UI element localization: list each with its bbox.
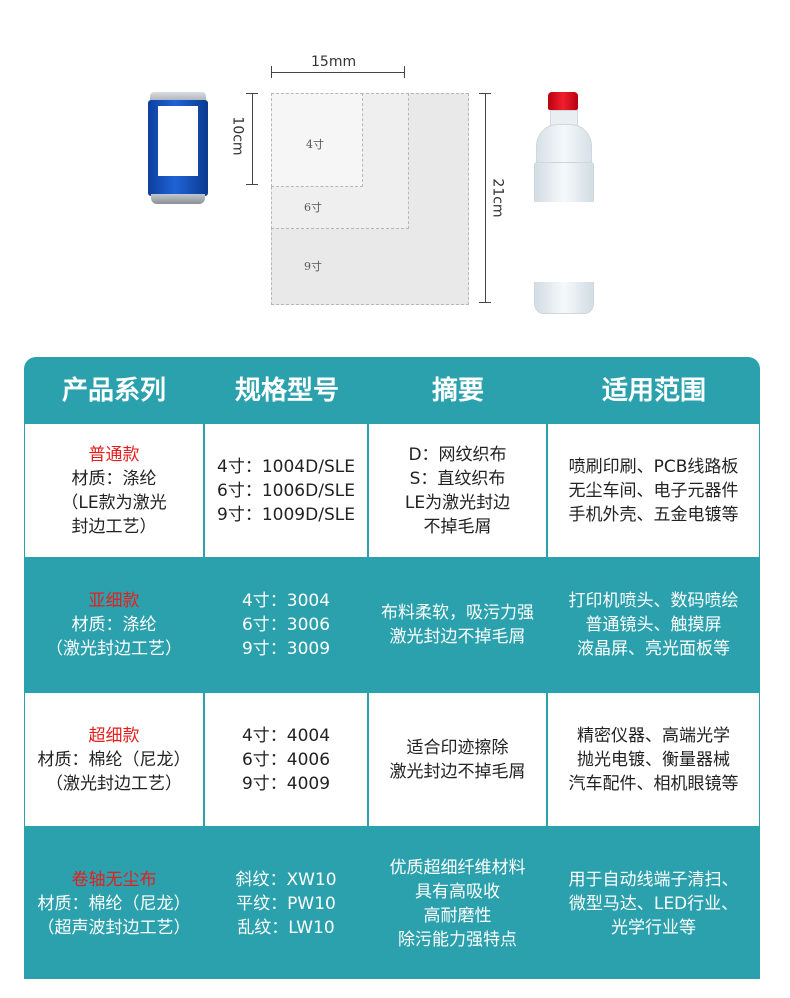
summary-line: D：网纹织布 bbox=[408, 444, 507, 465]
size-label-6: 6寸 bbox=[304, 201, 322, 214]
series-line: 材质：涤纶 bbox=[71, 468, 157, 489]
cloth-4-inch bbox=[271, 93, 363, 187]
usage-line: 精密仪器、高端光学 bbox=[577, 725, 730, 746]
series-name: 普通款 bbox=[88, 444, 140, 465]
table-row-1-spec: 4寸：1004D/SLE 6寸：1006D/SLE 9寸：1009D/SLE bbox=[205, 424, 367, 557]
spec-line: 4寸：1004D/SLE bbox=[217, 456, 355, 477]
table-row-4-spec: 斜纹：XW10 平纹：PW10 乱纹：LW10 bbox=[205, 828, 367, 979]
header-spec: 规格型号 bbox=[234, 376, 339, 406]
table-row-3-summary: 适合印迹擦除 激光封边不掉毛屑 bbox=[369, 693, 546, 826]
table-row-4-series: 卷轴无尘布 材质：棉纶（尼龙） （超声波封边工艺） bbox=[25, 828, 203, 979]
width-label: 15mm bbox=[311, 54, 357, 70]
spec-line: 4寸：4004 bbox=[241, 725, 331, 746]
spec-line: 9寸：4009 bbox=[241, 773, 331, 794]
summary-line: 激光封边不掉毛屑 bbox=[389, 627, 526, 647]
size-label-9: 9寸 bbox=[304, 260, 322, 273]
spec-line: 6寸：4006 bbox=[241, 749, 331, 770]
spec-line: 6寸：1006D/SLE bbox=[217, 480, 355, 501]
summary-line: 除污能力强特点 bbox=[398, 929, 517, 950]
series-name: 卷轴无尘布 bbox=[71, 869, 157, 890]
table-row-3-usage: 精密仪器、高端光学 抛光电镀、衡量器械 汽车配件、相机眼镜等 bbox=[548, 693, 759, 826]
usage-line: 抛光电镀、衡量器械 bbox=[577, 749, 730, 770]
table-row-4-summary: 优质超细纤维材料 具有高吸收 高耐磨性 除污能力强特点 bbox=[369, 828, 546, 979]
summary-line: S：直纹织布 bbox=[409, 468, 506, 489]
series-line: （激光封边工艺） bbox=[46, 773, 182, 794]
series-line: （超声波封边工艺） bbox=[37, 917, 191, 938]
usage-line: 微型马达、LED行业、 bbox=[568, 893, 739, 914]
usage-line: 光学行业等 bbox=[611, 917, 696, 938]
table-row-1-usage: 喷刷印刷、PCB线路板 无尘车间、电子元器件 手机外壳、五金电镀等 bbox=[548, 424, 759, 557]
spec-line: 乱纹：LW10 bbox=[237, 917, 335, 938]
width-dimension-line bbox=[271, 72, 405, 73]
summary-line: 适合印迹擦除 bbox=[406, 737, 509, 758]
header-summary: 摘要 bbox=[431, 376, 484, 406]
usage-line: 无尘车间、电子元器件 bbox=[568, 480, 739, 501]
header-series: 产品系列 bbox=[61, 376, 166, 406]
table-row-2-summary: 布料柔软，吸污力强 激光封边不掉毛屑 bbox=[369, 559, 546, 691]
summary-line: 不掉毛屑 bbox=[423, 516, 492, 537]
summary-line: 具有高吸收 bbox=[415, 881, 500, 902]
height-label: 10cm bbox=[229, 116, 246, 156]
spec-line: 9寸：3009 bbox=[241, 639, 331, 659]
table-row-3-series: 超细款 材质：棉纶（尼龙） （激光封边工艺） bbox=[25, 693, 203, 826]
series-line: （激光封边工艺） bbox=[46, 639, 182, 659]
series-line: 材质：棉纶（尼龙） bbox=[37, 893, 191, 914]
series-line: 封边工艺） bbox=[71, 516, 157, 537]
table-row-1-series: 普通款 材质：涤纶 （LE款为激光 封边工艺） bbox=[25, 424, 203, 557]
series-line: 材质：涤纶 bbox=[71, 615, 157, 635]
summary-line: 优质超细纤维材料 bbox=[389, 857, 526, 878]
usage-line: 喷刷印刷、PCB线路板 bbox=[568, 456, 739, 477]
usage-line: 液晶屏、亮光面板等 bbox=[577, 639, 730, 659]
series-line: （LE款为激光 bbox=[61, 492, 167, 513]
spec-line: 6寸：3006 bbox=[241, 615, 331, 635]
size-label-4: 4寸 bbox=[306, 138, 324, 151]
spec-line: 平纹：PW10 bbox=[236, 893, 336, 914]
spec-line: 4寸：3004 bbox=[241, 591, 331, 611]
height-dimension-line bbox=[252, 93, 253, 185]
length-dimension-line bbox=[485, 93, 486, 303]
series-name: 亚细款 bbox=[88, 591, 140, 611]
usage-line: 用于自动线端子清扫、 bbox=[568, 869, 739, 890]
table-row-2-series: 亚细款 材质：涤纶 （激光封边工艺） bbox=[25, 559, 203, 691]
usage-line: 手机外壳、五金电镀等 bbox=[568, 504, 739, 525]
size-illustration: 4寸 6寸 9寸 15mm 10cm 21cm bbox=[0, 0, 790, 340]
usage-line: 打印机喷头、数码喷绘 bbox=[568, 591, 739, 611]
series-line: 材质：棉纶（尼龙） bbox=[37, 749, 191, 770]
header-usage: 适用范围 bbox=[601, 376, 706, 406]
summary-line: 高耐磨性 bbox=[423, 905, 492, 926]
summary-line: LE为激光封边 bbox=[404, 492, 511, 513]
soda-can-image bbox=[148, 92, 208, 204]
summary-line: 布料柔软，吸污力强 bbox=[381, 603, 534, 623]
product-table: 产品系列 规格型号 摘要 适用范围 普通款 材质：涤纶 （LE款为激光 封边工艺… bbox=[24, 357, 760, 979]
series-name: 超细款 bbox=[88, 725, 140, 746]
table-row-3-spec: 4寸：4004 6寸：4006 9寸：4009 bbox=[205, 693, 367, 826]
table-row-1-summary: D：网纹织布 S：直纹织布 LE为激光封边 不掉毛屑 bbox=[369, 424, 546, 557]
usage-line: 汽车配件、相机眼镜等 bbox=[568, 773, 739, 794]
water-bottle-image bbox=[530, 92, 596, 320]
table-header: 产品系列 规格型号 摘要 适用范围 bbox=[24, 357, 760, 423]
spec-line: 斜纹：XW10 bbox=[235, 869, 337, 890]
table-row-4-usage: 用于自动线端子清扫、 微型马达、LED行业、 光学行业等 bbox=[548, 828, 759, 979]
summary-line: 激光封边不掉毛屑 bbox=[389, 761, 526, 782]
table-row-2-spec: 4寸：3004 6寸：3006 9寸：3009 bbox=[205, 559, 367, 691]
usage-line: 普通镜头、触摸屏 bbox=[585, 615, 722, 635]
table-row-2-usage: 打印机喷头、数码喷绘 普通镜头、触摸屏 液晶屏、亮光面板等 bbox=[548, 559, 759, 691]
spec-line: 9寸：1009D/SLE bbox=[217, 504, 355, 525]
length-label: 21cm bbox=[489, 178, 506, 218]
